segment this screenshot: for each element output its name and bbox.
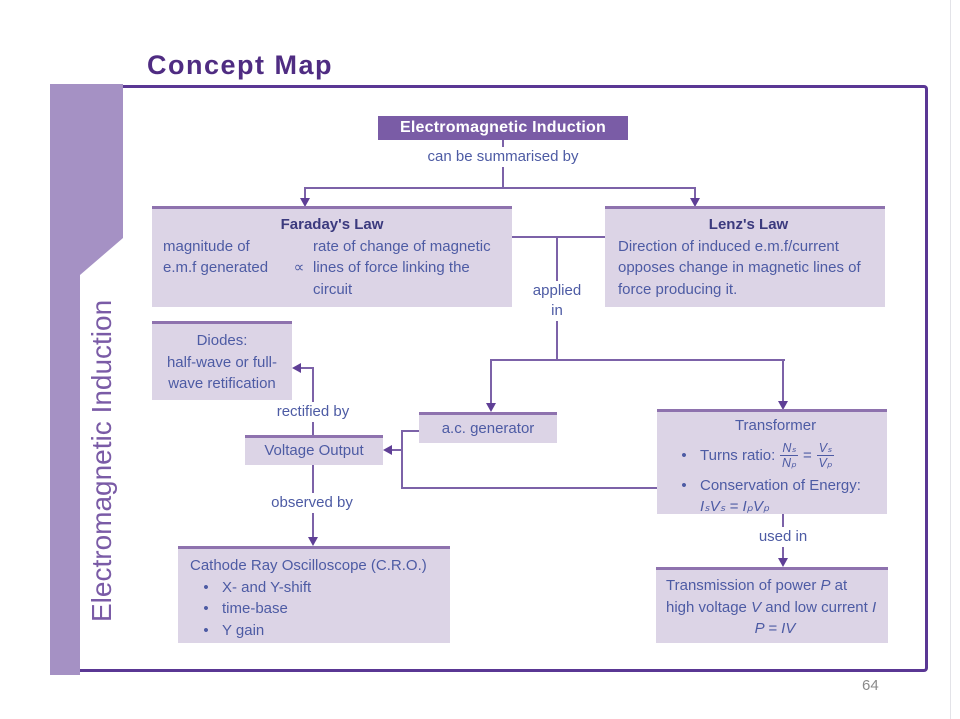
node-cro: Cathode Ray Oscilloscope (C.R.O.) • X- a… [178,546,450,643]
bullet-icon: • [203,578,209,596]
cro-item-row: • Y gain [190,620,446,642]
faraday-title: Faraday's Law [280,216,384,233]
bullet-icon: • [681,476,687,494]
bullet-icon: • [681,446,687,464]
transmission-text: and low current [761,598,872,616]
conservation-equation: IₛVₛ = IₚVₚ [700,498,770,515]
arrowhead-down-icon [486,403,496,412]
arrowhead-left-icon [383,445,392,455]
cro-title: Cathode Ray Oscilloscope (C.R.O.) [190,557,427,574]
conservation-label: Conservation of Energy: [700,476,861,494]
cro-item: time-base [222,600,288,617]
turns-ratio-fraction-left: Nₛ Nₚ [780,441,799,470]
fraction-denominator: Nₚ [781,456,797,470]
lenz-line: force producing it. [618,280,738,298]
edge-label-rectified-by: rectified by [271,402,355,422]
faraday-content: magnitude of e.m.f generated ∝ rate of c… [152,236,512,301]
lenz-title: Lenz's Law [708,216,789,233]
connector-line [300,367,314,369]
cro-item: Y gain [222,621,265,639]
transmission-var-I: I [871,598,877,616]
connector-line [782,359,784,403]
transformer-conservation-row: • Conservation of Energy: [668,475,883,497]
lenz-line: Direction of induced e.m.f/current [618,237,839,255]
transmission-var-V: V [751,598,762,616]
arrowhead-down-icon [778,558,788,567]
bullet-icon: • [203,600,209,617]
connector-line [401,430,403,489]
connector-line [694,187,696,200]
transformer-turns-ratio-row: • Turns ratio: Nₛ Nₚ = Vₛ Vₚ [668,437,883,475]
node-transformer: Transformer • Turns ratio: Nₛ Nₚ = Vₛ Vₚ… [657,409,887,515]
faraday-left-line: e.m.f generated [163,259,269,276]
connector-line [401,487,657,489]
edge-label-applied-in: applied in [528,281,586,321]
transmission-text: at [830,577,848,594]
edge-label-used-in: used in [756,527,810,547]
connector-line [490,359,785,361]
node-electromagnetic-induction: Electromagnetic Induction [378,116,628,140]
connector-line [304,187,696,189]
connector-line [401,430,420,432]
arrowhead-left-icon [292,363,301,373]
node-transmission: Transmission of power P at high voltage … [656,567,888,643]
bullet-icon: • [203,621,209,639]
chapter-vertical-label: Electromagnetic Induction [86,299,117,622]
faraday-right-column: rate of change of magnetic lines of forc… [313,236,512,301]
arrowhead-down-icon [300,198,310,207]
fraction-numerator: Nₛ [780,441,799,456]
transmission-equation: P = IV [754,620,796,637]
connector-line [391,449,403,451]
faraday-left-line: magnitude of [163,237,250,255]
connector-line [512,236,606,238]
transmission-text: Transmission of power [666,577,821,594]
edge-label-applied-line1: applied [532,282,582,299]
diodes-line: half-wave or full- [166,353,278,371]
lenz-line: opposes change in magnetic lines of [618,259,861,276]
faraday-right-line: rate of change of magnetic [313,237,491,255]
arrowhead-down-icon [778,401,788,410]
proportional-symbol: ∝ [293,258,305,276]
faraday-right-line: lines of force linking the [313,259,470,276]
turns-ratio-fraction-right: Vₛ Vₚ [816,441,834,470]
node-voltage-output: Voltage Output [245,435,383,465]
diodes-line: Diodes: [196,332,248,349]
transformer-title: Transformer [734,417,817,434]
transmission-text: high voltage [666,598,752,616]
cro-item: X- and Y-shift [222,578,312,596]
fraction-numerator: Vₛ [816,441,834,456]
connector-line [312,367,314,435]
node-diodes: Diodes: half-wave or full- wave retifica… [152,321,292,400]
scan-edge-line [950,0,951,719]
transmission-line1: Transmission of power P at [666,575,884,597]
transmission-var-P: P [820,577,831,594]
page-title: Concept Map [147,50,334,80]
arrowhead-down-icon [690,198,700,207]
node-faraday-law: Faraday's Law magnitude of e.m.f generat… [152,206,512,307]
cro-item-row: • time-base [190,598,446,620]
edge-label-summarised: can be summarised by [420,147,586,167]
cro-item-row: • X- and Y-shift [190,577,446,599]
turns-ratio-label: Turns ratio: [700,446,776,464]
edge-label-observed-by: observed by [267,493,357,513]
arrowhead-down-icon [308,537,318,546]
connector-line [490,359,492,405]
faraday-right-line: circuit [313,280,353,298]
page-number: 64 [862,677,879,694]
content-frame-border [78,85,928,672]
diodes-line: wave retification [168,375,276,392]
edge-label-applied-line2: in [551,302,563,319]
connector-line [304,187,306,200]
equals-sign: = [803,446,812,464]
faraday-left-column: magnitude of e.m.f generated [163,236,285,301]
fraction-denominator: Vₚ [818,456,833,470]
transmission-line2: high voltage V and low current I [666,597,884,619]
node-lenz-law: Lenz's Law Direction of induced e.m.f/cu… [605,206,885,307]
node-ac-generator: a.c. generator [419,412,557,443]
